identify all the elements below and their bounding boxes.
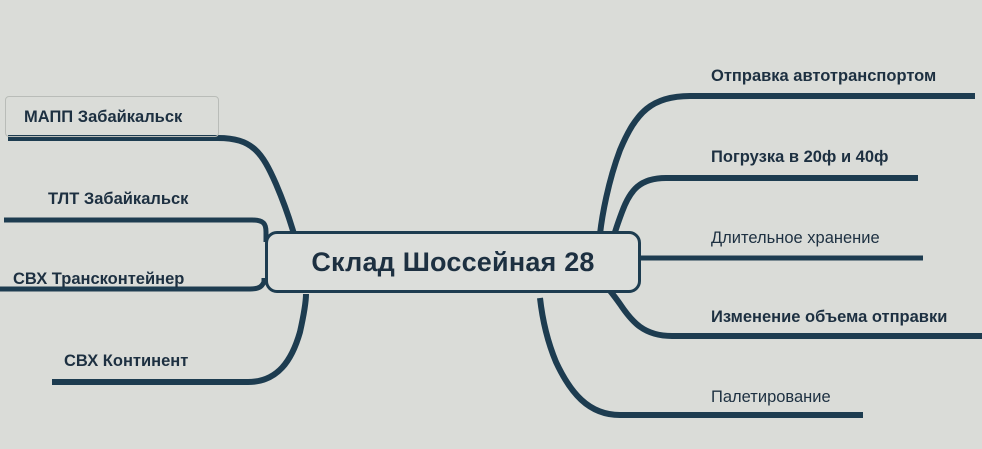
leaf-label-tlt-zabaikalsk[interactable]: ТЛТ Забайкальск bbox=[48, 190, 189, 208]
root-node[interactable]: Склад Шоссейная 28 bbox=[265, 231, 641, 293]
selected-node-outline[interactable] bbox=[5, 96, 219, 137]
leaf-label-svh-kontinent[interactable]: СВХ Континент bbox=[64, 352, 189, 370]
branch-line-left-2 bbox=[4, 217, 269, 242]
root-node-label: Склад Шоссейная 28 bbox=[311, 246, 595, 277]
leaf-label-mapp-zabaikalsk[interactable]: МАПП Забайкальск bbox=[24, 108, 183, 126]
leaf-label-dlitelnoe-hranenie[interactable]: Длительное хранение bbox=[711, 229, 880, 247]
leaf-label-izmenenie-obema-otpravki[interactable]: Изменение объема отправки bbox=[711, 308, 948, 326]
leaf-label-pogruzka-20f-40f[interactable]: Погрузка в 20ф и 40ф bbox=[711, 148, 889, 166]
leaf-label-svh-transkonteiner[interactable]: СВХ Трансконтейнер bbox=[13, 270, 185, 288]
leaf-label-paletirovanie[interactable]: Палетирование bbox=[711, 388, 831, 406]
branch-line-left-1 bbox=[8, 135, 297, 235]
leaf-label-otpravka-avtotransportom[interactable]: Отправка автотранспортом bbox=[711, 67, 937, 85]
